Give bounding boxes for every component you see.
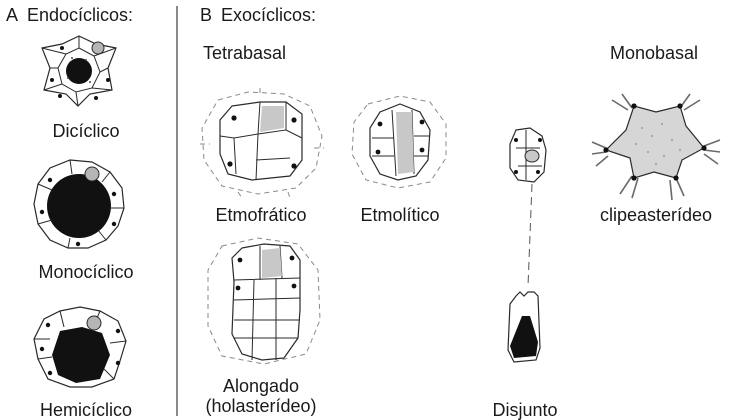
diciclico-apical-disc — [38, 34, 120, 108]
alongado-apical-disc — [202, 234, 326, 368]
group-label-monobasal: Monobasal — [610, 43, 699, 63]
etmofratico-apical-disc — [198, 88, 326, 198]
section-a-title: Endocíclicos: — [27, 5, 134, 25]
label-alongado: Alongado — [222, 376, 300, 396]
disjunto-apical-disc — [494, 126, 564, 376]
label-holasterideo: (holasterídeo) — [205, 396, 317, 416]
label-etmolitico: Etmolítico — [360, 205, 440, 225]
etmolitico-apical-disc — [350, 94, 450, 190]
label-diciclico: Dicíclico — [52, 121, 120, 141]
label-hemiciclico: Hemicíclico — [39, 400, 132, 420]
monociclico-apical-disc — [30, 158, 128, 250]
label-disjunto: Disjunto — [492, 400, 558, 420]
section-divider — [176, 6, 178, 416]
section-a-letter: A — [6, 5, 19, 25]
hemiciclico-apical-disc — [30, 305, 130, 389]
section-b-title: Exocíclicos: — [221, 5, 317, 25]
section-b-letter: B — [200, 5, 213, 25]
group-label-tetrabasal: Tetrabasal — [203, 43, 287, 63]
label-monociclico: Monocíclico — [38, 262, 134, 282]
label-clipeasterideo: clipeasterídeo — [600, 205, 713, 225]
clipeasterideo-apical-disc — [592, 92, 722, 202]
label-etmofratico: Etmofrático — [215, 205, 307, 225]
